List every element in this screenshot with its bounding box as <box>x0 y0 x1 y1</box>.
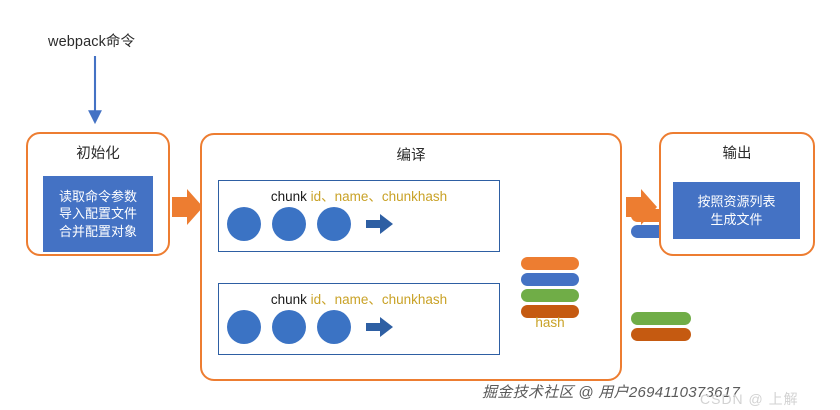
chunk-group-2: chunk id、name、chunkhash <box>218 283 691 355</box>
stage-title-init: 初始化 <box>76 146 120 162</box>
chunk-label-1: chunk id、name、chunkhash <box>219 185 499 205</box>
chunk-circle <box>227 207 261 241</box>
chunk-produces-arrow-1 <box>366 214 394 234</box>
chunk-attributes-2: id、name、chunkhash <box>310 292 448 307</box>
chunk-circles-2 <box>227 310 396 344</box>
output-panel-line-2: 生成文件 <box>710 211 763 227</box>
watermark-primary: 掘金技术社区 @ 用户2694110373617 <box>482 384 741 401</box>
chunk-bar <box>631 328 691 341</box>
chunk-circle <box>317 207 351 241</box>
chunk-produces-arrow-2 <box>366 317 394 337</box>
chunk-circle <box>227 310 261 344</box>
chunk-circle <box>272 207 306 241</box>
chunk-circle <box>317 310 351 344</box>
chunk-circle <box>272 310 306 344</box>
init-to-compile-arrow <box>172 189 203 225</box>
init-panel: 读取命令参数 导入配置文件 合并配置对象 <box>43 176 153 252</box>
hash-stack <box>521 257 579 318</box>
chunk-output-bars-2 <box>631 312 691 341</box>
chunk-attributes-1: id、name、chunkhash <box>310 189 448 204</box>
watermark-secondary: CSDN @ 上解 <box>700 391 799 407</box>
chunk-group-1: chunk id、name、chunkhash <box>218 180 691 252</box>
chunk-keyword-2: chunk <box>270 292 307 307</box>
chunk-keyword-1: chunk <box>270 189 307 204</box>
output-panel-line-1: 按照资源列表 <box>697 194 776 209</box>
hash-bar <box>521 289 579 302</box>
webpack-command-label: webpack命令 <box>48 34 136 50</box>
chunk-circles-1 <box>227 207 396 241</box>
stage-title-output: 输出 <box>722 146 752 162</box>
hash-bar <box>521 273 579 286</box>
hash-bar <box>521 305 579 318</box>
chunk-label-2: chunk id、name、chunkhash <box>219 288 499 308</box>
output-panel: 按照资源列表 生成文件 <box>673 182 800 239</box>
hash-label: hash <box>535 315 565 330</box>
init-panel-line-3: 合并配置对象 <box>58 223 137 239</box>
init-panel-line-2: 导入配置文件 <box>58 206 137 222</box>
hash-bar <box>521 257 579 270</box>
chunk-bar <box>631 312 691 325</box>
stage-title-compile: 编译 <box>396 148 426 164</box>
init-panel-line-1: 读取命令参数 <box>58 188 137 204</box>
